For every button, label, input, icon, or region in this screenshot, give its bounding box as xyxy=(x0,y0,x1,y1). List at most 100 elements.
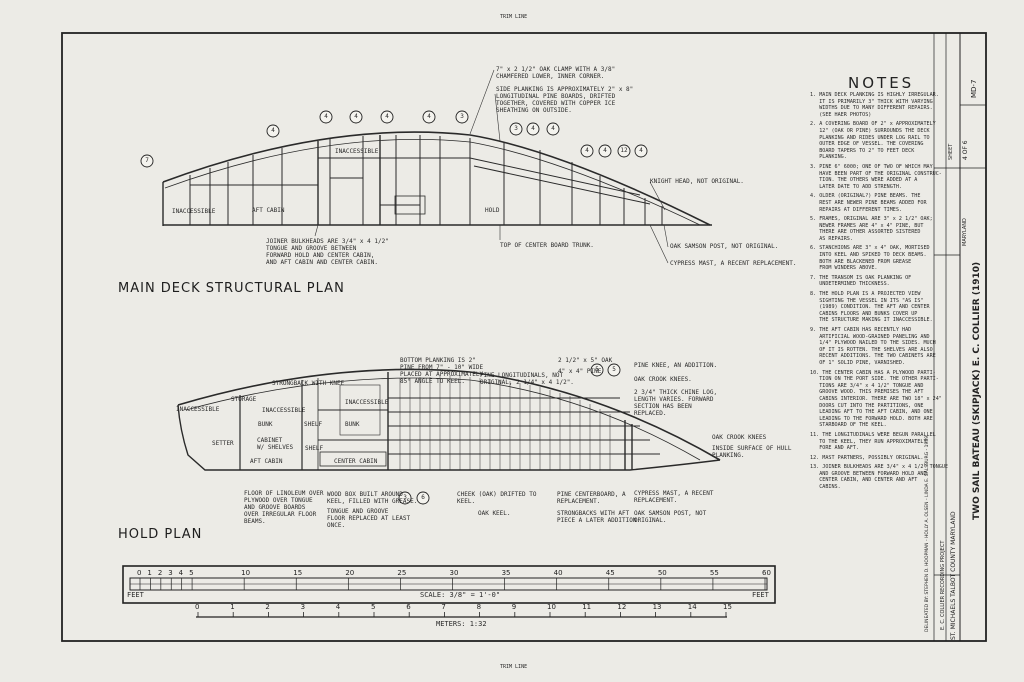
main-plan-callouts xyxy=(140,110,648,168)
feet-label-right: FEET xyxy=(752,591,769,599)
hold-tongue-groove: TONGUE AND GROOVE FLOOR REPLACED AT LEAS… xyxy=(327,508,411,529)
callout-number: 5 xyxy=(595,366,599,373)
callout-number: 4 xyxy=(551,125,555,132)
feet-tick-label: 4 xyxy=(178,569,184,577)
sheet-label: SHEET xyxy=(948,143,954,160)
callout-number: 6 xyxy=(421,494,425,501)
main-planking-note: SIDE PLANKING IS APPROXIMATELY 2" x 8" L… xyxy=(496,86,634,114)
hold-inaccessible: INACCESSIBLE xyxy=(176,406,220,413)
note-item: 4. OLDER (ORIGINAL?) PINE BEAMS. THE RES… xyxy=(810,193,927,213)
meter-tick-label: 4 xyxy=(335,603,341,611)
meter-tick-label: 14 xyxy=(687,603,697,611)
main-center-board: TOP OF CENTER BOARD TRUNK. xyxy=(500,242,594,249)
callout-number: 4 xyxy=(585,147,589,154)
hold-oak-2x5: 2 1/2" x 5" OAK xyxy=(558,357,613,364)
note-item: 10. THE CENTER CABIN HAS A PLYWOOD PARTI… xyxy=(810,369,942,429)
feet-tick-label: 45 xyxy=(605,569,615,577)
hold-strongbacks: STRONGBACKS WITH AFT PIECE A LATER ADDIT… xyxy=(557,510,641,524)
callout-number: 3 xyxy=(460,113,464,120)
callout-number: 12 xyxy=(620,147,628,154)
state-name: MARYLAND xyxy=(962,218,968,246)
callout-number: 5 xyxy=(612,366,616,373)
feet-tick-label: 20 xyxy=(345,569,355,577)
callout-number: 3 xyxy=(403,494,407,501)
hold-shelf-side: SHELF xyxy=(305,445,324,452)
main-hold: HOLD xyxy=(485,207,500,214)
meters-scale-ticks xyxy=(197,612,727,617)
hold-setter: SETTER xyxy=(212,440,234,447)
meter-tick-label: 1 xyxy=(230,603,235,611)
delineators: DELINEATED BY: STEPHEN D. HOOPMAN - HOLL… xyxy=(925,435,930,632)
hold-pine-knee: PINE KNEE, AN ADDITION. xyxy=(634,362,718,369)
main-plan-title: MAIN DECK STRUCTURAL PLAN xyxy=(118,281,345,296)
main-inaccessible-aft: INACCESSIBLE xyxy=(172,208,216,215)
meter-tick-label: 11 xyxy=(582,603,592,611)
note-item: 2. A COVERING BOARD OF 2" x APPROXIMATEL… xyxy=(810,121,936,161)
meter-tick-label: 7 xyxy=(441,603,446,611)
callout-number: 4 xyxy=(324,113,328,120)
feet-tick-label: 30 xyxy=(449,569,459,577)
meter-tick-label: 5 xyxy=(371,603,376,611)
hold-inside-surface: INSIDE SURFACE OF HULL PLANKING. xyxy=(712,445,792,459)
trim-line-top: TRIM LINE xyxy=(500,14,528,20)
callout-number: 4 xyxy=(354,113,358,120)
note-item: 12. MAST PARTNERS, POSSIBLY ORIGINAL. xyxy=(810,454,924,461)
feet-tick-label: 35 xyxy=(501,569,511,577)
hold-oak-crook: OAK CROOK KNEES. xyxy=(634,376,692,383)
callout-number: 4 xyxy=(603,147,607,154)
meter-tick-label: 8 xyxy=(476,603,482,611)
main-joiner-note: JOINER BULKHEADS ARE 3/4" x 4 1/2" TONGU… xyxy=(266,238,389,266)
location-line: ST. MICHAELS TALBOT COUNTY MARYLAND xyxy=(950,511,957,640)
feet-label-left: FEET xyxy=(127,591,144,599)
meter-tick-label: 2 xyxy=(265,603,270,611)
main-clamp-note: 7" x 2 1/2" OAK CLAMP WITH A 3/8" CHAMFE… xyxy=(496,66,616,80)
vessel-title: TWO SAIL BATEAU (SKIPJACK) E. C. COLLIER… xyxy=(972,261,982,520)
scale-label: SCALE: 3/8" = 1'-0" xyxy=(420,591,501,599)
feet-tick-label: 25 xyxy=(397,569,407,577)
meter-tick-label: 12 xyxy=(617,603,627,611)
hold-cypress: CYPRESS MAST, A RECENT REPLACEMENT. xyxy=(634,490,714,504)
main-samson-post: OAK SAMSON POST, NOT ORIGINAL. xyxy=(670,243,779,250)
feet-scale-ticks xyxy=(139,578,766,590)
note-item: 1. MAIN DECK PLANKING IS HIGHLY IRREGULA… xyxy=(810,92,939,118)
feet-tick-label: 0 xyxy=(137,569,142,577)
callout-number: 3 xyxy=(514,125,518,132)
note-item: 13. JOINER BULKHEADS ARE 3/4" x 4 1/2" T… xyxy=(810,464,949,491)
hold-oak-samson: OAK SAMSON POST, NOT ORIGINAL. xyxy=(634,510,707,524)
note-item: 8. THE HOLD PLAN IS A PROJECTED VIEW SIG… xyxy=(810,291,933,324)
hold-bottom-planking: BOTTOM PLANKING IS 2" PINE FROM 7" - 10"… xyxy=(400,357,484,385)
note-item: 5. FRAMES, ORIGINAL ARE 3" x 2 1/2" OAK;… xyxy=(810,216,933,242)
callout-number: 4 xyxy=(271,127,275,134)
main-deck-plan xyxy=(162,131,712,226)
hold-cabinet: CABINET W/ SHELVES xyxy=(257,437,294,451)
main-knight-head: KNIGHT HEAD, NOT ORIGINAL. xyxy=(650,178,744,185)
sheet-border xyxy=(61,32,987,642)
hold-bunk-mid: BUNK xyxy=(345,421,360,428)
feet-tick-label: 3 xyxy=(168,569,173,577)
callout-number: 4 xyxy=(531,125,535,132)
hold-chine-log: 2 3/4" THICK CHINE LOG, LENGTH VARIES. F… xyxy=(634,389,718,417)
hold-plan-callouts xyxy=(398,363,621,505)
feet-tick-label: 1 xyxy=(147,569,152,577)
note-item: 6. STANCHIONS ARE 3" x 4" OAK, MORTISED … xyxy=(810,245,930,272)
note-item: 7. THE TRANSOM IS OAK PLANKING OF UNDETE… xyxy=(810,274,912,288)
hold-strongback: STRONGBACK WITH KNEE xyxy=(272,380,345,387)
main-inaccessible-top: INACCESSIBLE xyxy=(335,148,379,155)
feet-tick-label: 55 xyxy=(709,569,719,577)
hold-storage: STORAGE xyxy=(231,396,257,403)
hold-wood-box: WOOD BOX BUILT AROUND KEEL, FILLED WITH … xyxy=(327,491,418,505)
hold-plan xyxy=(177,368,721,471)
meter-tick-label: 6 xyxy=(406,603,411,611)
hold-inaccessible-mid: INACCESSIBLE xyxy=(345,399,389,406)
project-name: E. C. COLLIER RECORDING PROJECT xyxy=(940,540,946,630)
hold-cheek: CHEEK (OAK) DRIFTED TO KEEL. xyxy=(457,491,537,505)
meter-tick-label: 13 xyxy=(652,603,662,611)
meter-tick-label: 0 xyxy=(195,603,200,611)
callout-number: 4 xyxy=(639,147,643,154)
feet-tick-label: 60 xyxy=(762,569,771,577)
feet-tick-label: 2 xyxy=(157,569,163,577)
feet-tick-label: 40 xyxy=(553,569,563,577)
notes-title: NOTES xyxy=(848,74,915,92)
note-item: 9. THE AFT CABIN HAS RECENTLY HAD ARTIFI… xyxy=(810,327,936,366)
